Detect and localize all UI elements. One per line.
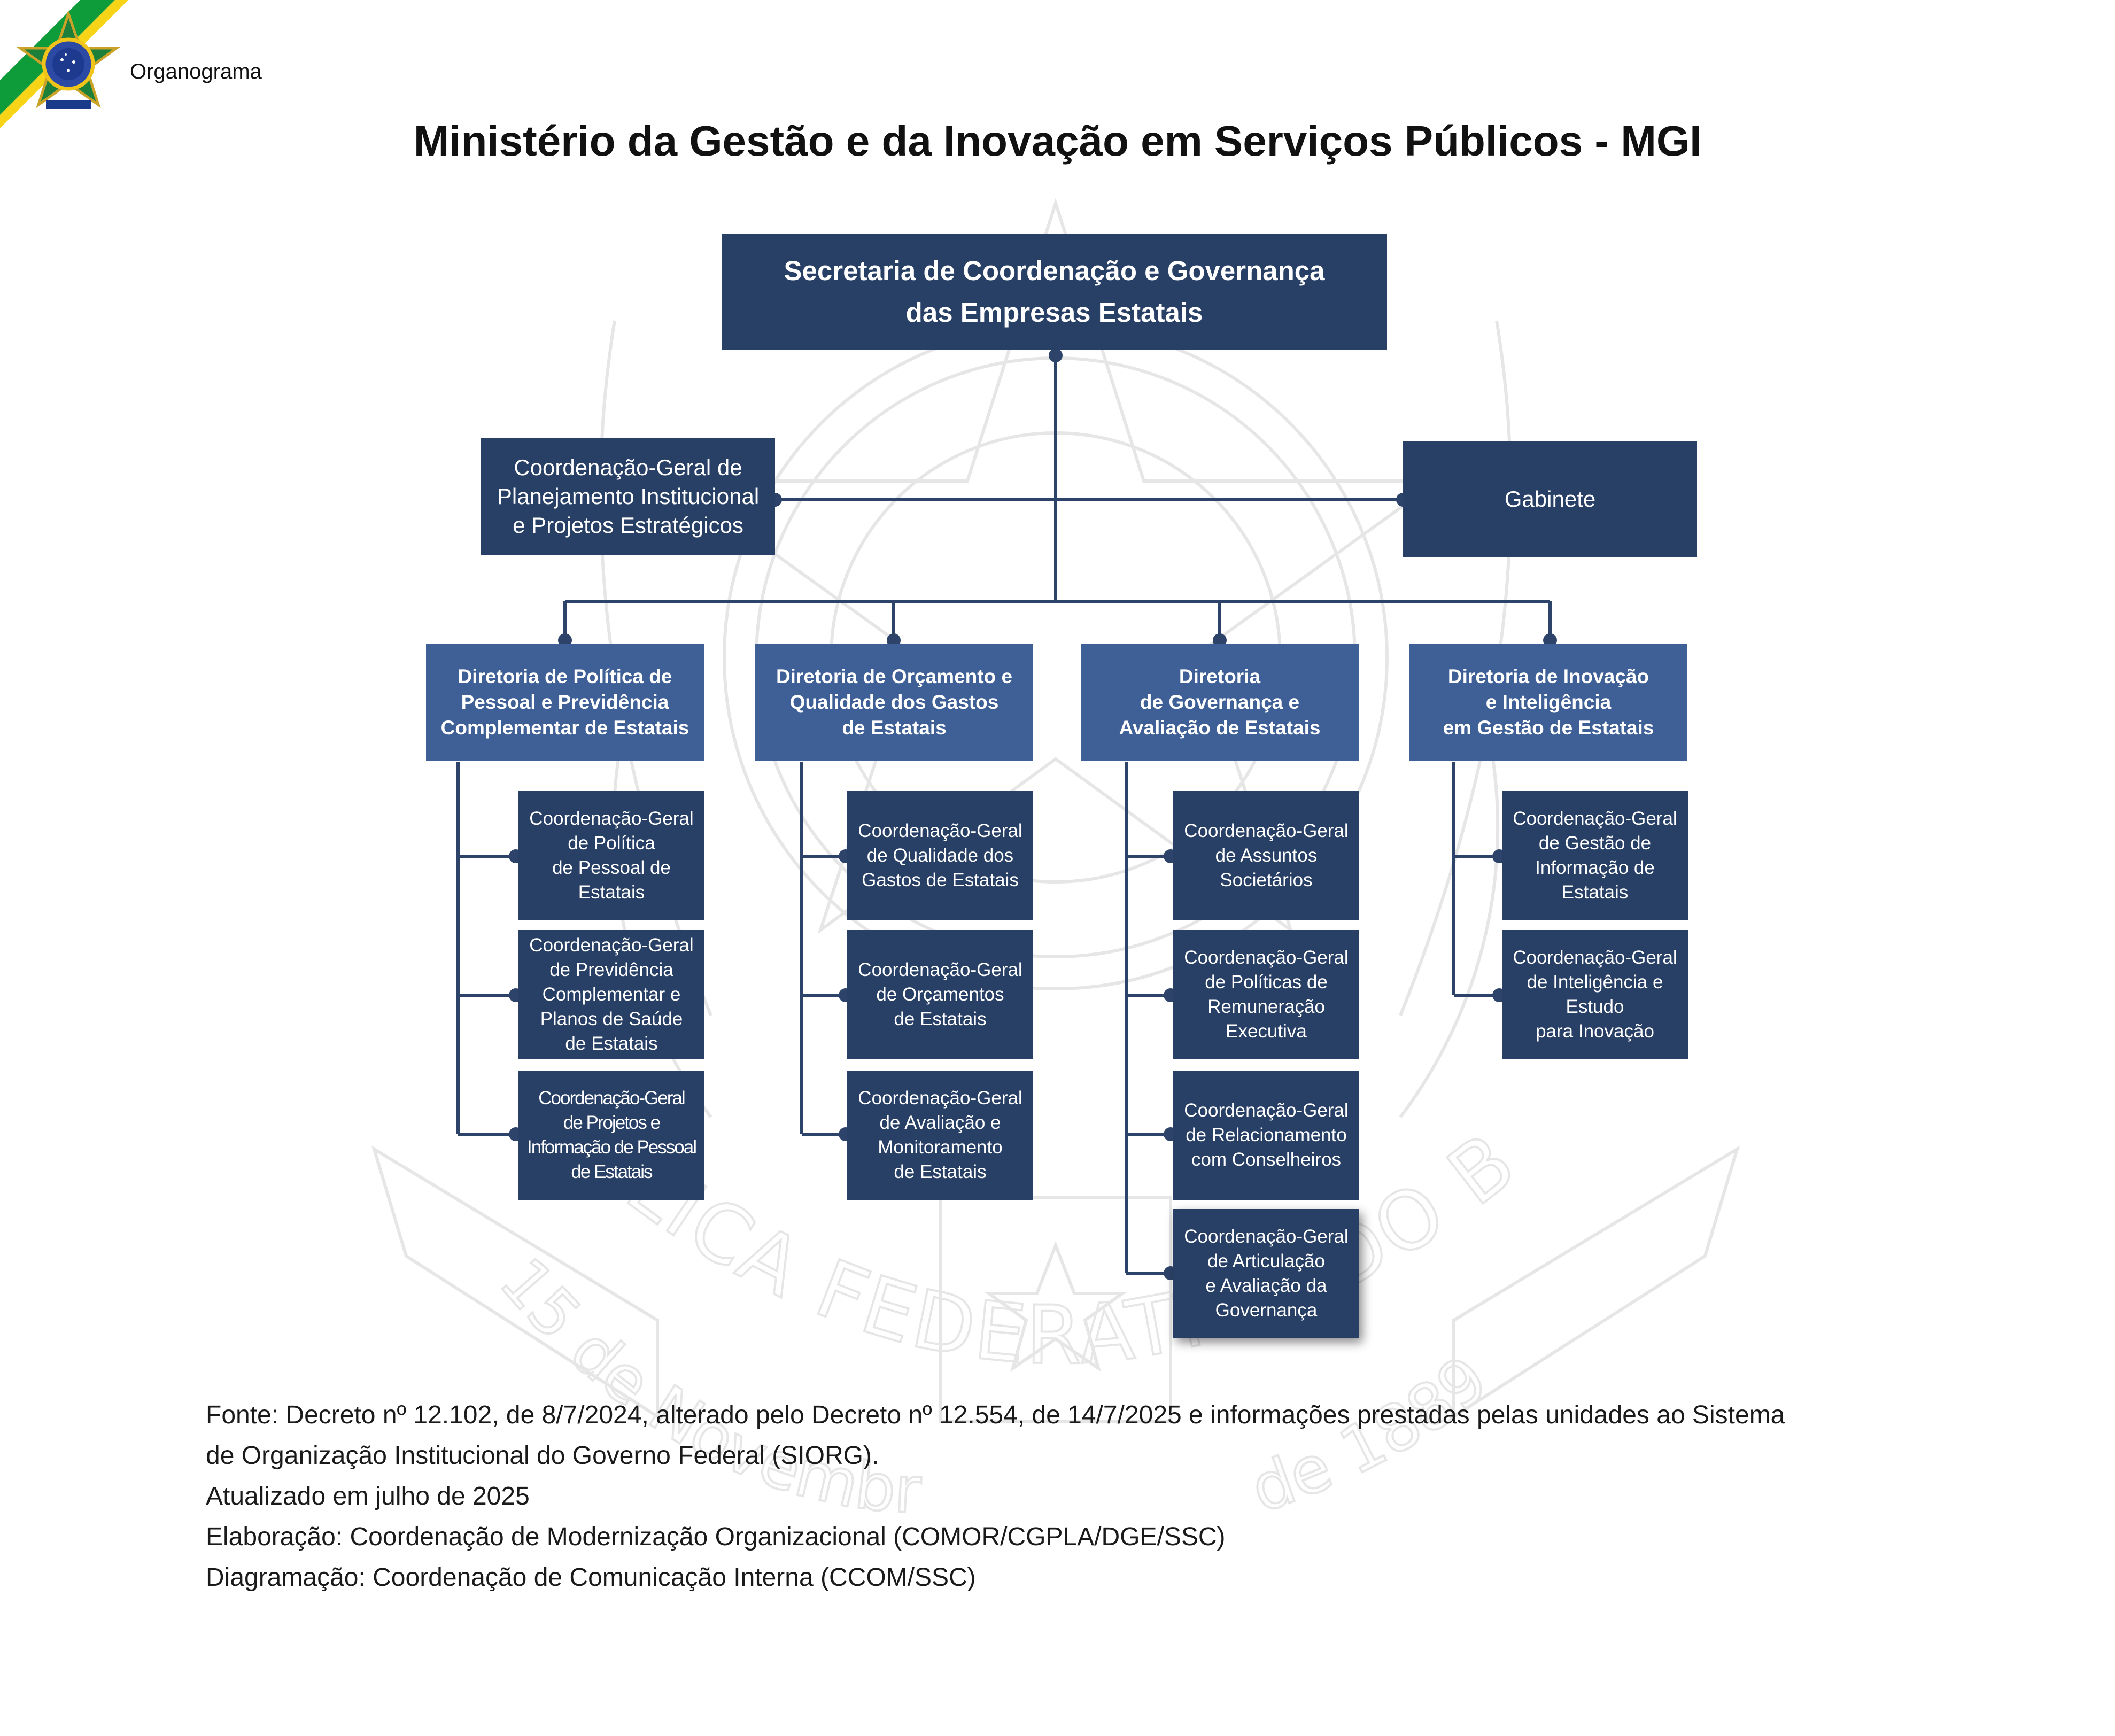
staff-box-cabinet: Gabinete <box>1403 441 1697 557</box>
unit-box: Coordenação-Geral de Políticas de Remune… <box>1173 930 1359 1059</box>
footer-notes: Fonte: Decreto nº 12.102, de 8/7/2024, a… <box>206 1395 1785 1598</box>
unit-box: Coordenação-Geral de Qualidade dos Gasto… <box>847 791 1033 920</box>
unit-box: Coordenação-Geral de Orçamentos de Estat… <box>847 930 1033 1059</box>
footer-line-prepared: Elaboração: Coordenação de Modernização … <box>206 1523 1226 1551</box>
brazil-coat-of-arms-icon <box>16 11 121 109</box>
unit-box: Coordenação-Geral de Previdência Complem… <box>518 930 704 1059</box>
footer-line-source-cont: de Organização Institucional do Governo … <box>206 1442 879 1470</box>
unit-box: Coordenação-Geral de Relacionamento com … <box>1173 1071 1359 1200</box>
directorate-box-governance: Diretoria de Governança e Avaliação de E… <box>1081 644 1359 761</box>
footer-line-source: Fonte: Decreto nº 12.102, de 8/7/2024, a… <box>206 1401 1785 1429</box>
unit-box: Coordenação-Geral de Política de Pessoal… <box>518 791 704 920</box>
unit-box: Coordenação-Geral de Gestão de Informaçã… <box>1502 791 1688 920</box>
directorate-box-innovation: Diretoria de Inovação e Inteligência em … <box>1409 644 1687 761</box>
page-title: Ministério da Gestão e da Inovação em Se… <box>413 117 1702 165</box>
unit-box: Coordenação-Geral de Projetos e Informaç… <box>518 1071 704 1200</box>
footer-line-layout: Diagramação: Coordenação de Comunicação … <box>206 1563 976 1592</box>
staff-box-planning: Coordenação-Geral de Planejamento Instit… <box>481 438 775 555</box>
unit-box: Coordenação-Geral de Avaliação e Monitor… <box>847 1071 1033 1200</box>
directorate-box-personnel: Diretoria de Política de Pessoal e Previ… <box>426 644 704 761</box>
directorate-box-budget: Diretoria de Orçamento e Qualidade dos G… <box>755 644 1033 761</box>
header-label: Organograma <box>130 60 262 83</box>
unit-box: Coordenação-Geral de Assuntos Societário… <box>1173 791 1359 920</box>
unit-box: Coordenação-Geral de Inteligência e Estu… <box>1502 930 1688 1059</box>
unit-box: Coordenação-Geral de Articulação e Avali… <box>1173 1209 1359 1338</box>
secretariat-box: Secretaria de Coordenação e Governança d… <box>722 234 1387 350</box>
footer-line-updated: Atualizado em julho de 2025 <box>206 1482 530 1510</box>
